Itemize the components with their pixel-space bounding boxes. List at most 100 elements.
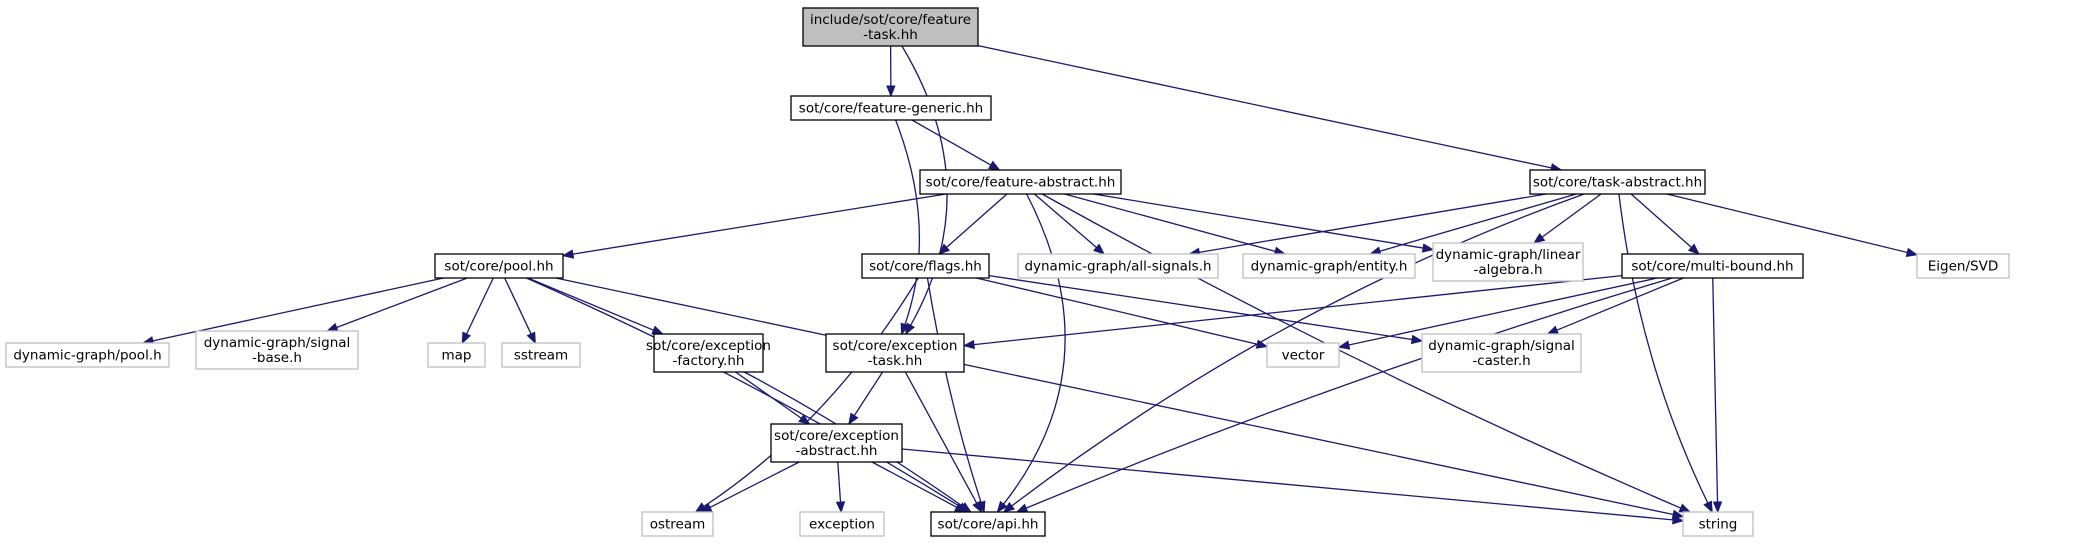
edge-ef-to-ea — [735, 371, 811, 425]
arrow-head — [1672, 515, 1685, 525]
node-pool[interactable]: sot/core/pool.hh — [434, 253, 564, 279]
edge-ta-to-svd — [1666, 193, 1919, 257]
node-ta[interactable]: sot/core/task-abstract.hh — [1529, 169, 1706, 195]
edge-ea-to-ostream — [699, 461, 800, 513]
node-label: sot/core/task-abstract.hh — [1533, 175, 1702, 191]
arrow-head — [325, 322, 339, 332]
node-box — [1017, 253, 1219, 279]
edge-ta-to-mb — [1630, 193, 1700, 255]
arrow-head — [1687, 243, 1700, 255]
node-ea[interactable]: sot/core/exception-abstract.hh — [770, 423, 903, 463]
node-label: sot/core/pool.hh — [444, 259, 553, 275]
arrow-head — [1703, 500, 1713, 514]
edge-line — [973, 274, 1623, 346]
node-map: map — [427, 342, 486, 368]
edge-line — [871, 461, 958, 508]
edge-line — [703, 277, 919, 508]
node-box — [1682, 511, 1754, 537]
edges-layer — [141, 45, 1919, 525]
arrow-head — [651, 325, 664, 335]
edge-flags-to-vector — [976, 277, 1269, 349]
node-api[interactable]: sot/core/api.hh — [930, 511, 1046, 537]
node-label: sot/core/multi-bound.hh — [1631, 259, 1793, 275]
node-fg[interactable]: sot/core/feature-generic.hh — [790, 95, 992, 121]
edge-fa-to-flags — [938, 193, 1008, 255]
arrow-head — [962, 339, 975, 350]
node-svd: Eigen/SVD — [1916, 253, 2010, 279]
edge-line — [1199, 193, 1547, 253]
node-flags[interactable]: sot/core/flags.hh — [861, 253, 990, 279]
arrow-head — [1255, 339, 1269, 349]
arrow-head — [848, 412, 859, 426]
node-label: sot/core/exception — [774, 428, 899, 444]
arrow-head — [1712, 501, 1723, 514]
arrow-head — [938, 243, 951, 255]
node-box — [1621, 253, 1804, 279]
edge-ea-to-string — [901, 448, 1685, 525]
edge-line — [527, 277, 654, 331]
node-label: dynamic-graph/linear — [1436, 247, 1581, 263]
edge-line — [1556, 277, 1684, 331]
edge-line — [1630, 193, 1692, 248]
arrow-head — [1337, 340, 1351, 350]
edge-line — [1034, 193, 1097, 248]
edge-mb-to-string — [1712, 277, 1723, 514]
node-sstream: sstream — [501, 342, 581, 368]
node-label: map — [442, 348, 472, 364]
node-exception: exception — [799, 511, 885, 537]
node-label: sot/core/exception — [646, 338, 771, 354]
edge-root-to-ta — [977, 45, 1563, 173]
node-label: dynamic-graph/pool.h — [13, 348, 161, 364]
node-label: sot/core/flags.hh — [869, 259, 982, 275]
node-label: vector — [1282, 348, 1325, 364]
arrow-head — [1093, 243, 1106, 255]
node-label: -factory.hh — [673, 353, 745, 369]
edge-ta-to-string — [1618, 193, 1713, 514]
node-label: -abstract.hh — [796, 443, 878, 459]
edge-et-to-api — [904, 371, 983, 514]
arrow-head — [1532, 232, 1546, 244]
arrow-head — [835, 501, 846, 514]
node-allsig: dynamic-graph/all-signals.h — [1017, 253, 1219, 279]
edge-fa-to-linalg — [1093, 193, 1435, 253]
node-label: sot/core/api.hh — [938, 517, 1039, 533]
node-box — [861, 253, 990, 279]
node-label: sot/core/feature-generic.hh — [799, 101, 983, 117]
node-et[interactable]: sot/core/exception-task.hh — [825, 333, 965, 373]
node-caster: dynamic-graph/signal-caster.h — [1421, 333, 1582, 373]
node-linalg: dynamic-graph/linear-algebra.h — [1432, 242, 1584, 282]
edge-mb-to-vector — [1337, 277, 1658, 350]
edge-et-to-ea — [848, 371, 884, 426]
node-root[interactable]: include/sot/core/feature-task.hh — [802, 7, 979, 47]
edge-mb-to-et — [962, 274, 1623, 350]
arrow-head — [886, 85, 896, 98]
node-label: -algebra.h — [1473, 262, 1542, 278]
node-label: dynamic-graph/entity.h — [1251, 259, 1408, 275]
node-box — [1421, 333, 1582, 373]
arrow-head — [526, 331, 536, 345]
node-label: -caster.h — [1472, 353, 1530, 369]
node-label: -task.hh — [863, 27, 918, 43]
node-box — [1242, 253, 1416, 279]
node-ef[interactable]: sot/core/exception-factory.hh — [646, 333, 771, 373]
node-label: dynamic-graph/signal — [204, 335, 351, 351]
edge-line — [1541, 193, 1602, 238]
node-label: include/sot/core/feature — [810, 12, 971, 28]
node-box — [770, 423, 903, 463]
edge-line — [336, 277, 468, 329]
edge-line — [555, 277, 1674, 516]
edge-pool-to-string — [555, 277, 1685, 520]
node-fa[interactable]: sot/core/feature-abstract.hh — [919, 169, 1122, 195]
node-box — [434, 253, 564, 279]
arrow-head — [1421, 243, 1435, 253]
node-box — [825, 333, 965, 373]
edge-line — [895, 119, 921, 325]
edge-line — [977, 45, 1552, 169]
node-mb[interactable]: sot/core/multi-bound.hh — [1621, 253, 1804, 279]
arrow-head — [988, 160, 1001, 171]
edge-line — [504, 277, 532, 335]
edge-line — [1093, 193, 1424, 249]
edge-line — [946, 193, 1008, 248]
edge-line — [837, 461, 842, 503]
